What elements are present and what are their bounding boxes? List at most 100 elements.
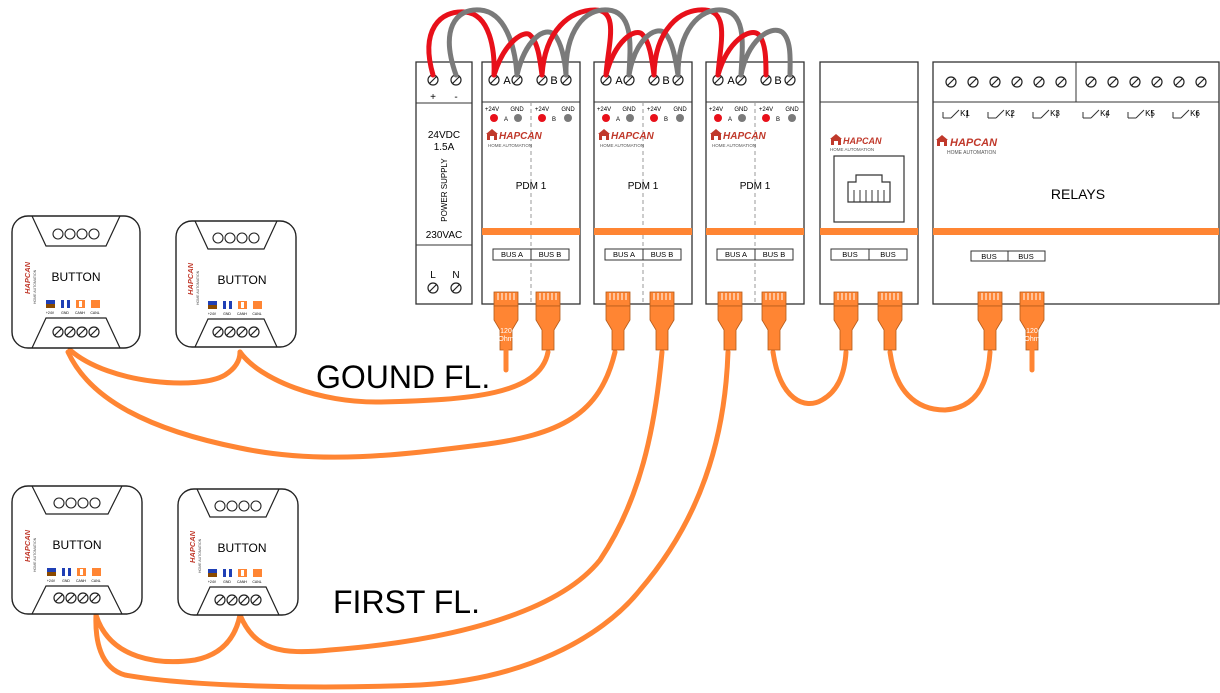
pdm-module-3: A B +24V GND +24V GND A B HAPCAN HOME AU… [705, 61, 805, 305]
ground-floor-label: GOUND FL. [316, 359, 490, 395]
svg-text:B: B [552, 117, 556, 123]
svg-text:BUS: BUS [842, 250, 857, 259]
ps-n-label: N [452, 270, 459, 281]
button-module-ground-2: HAPCAN HOME AUTOMATION BUTTON +24V GND C… [175, 220, 297, 348]
relays-title: RELAYS [1051, 186, 1105, 202]
relay-channel-k3: K3 [1050, 109, 1060, 118]
ps-title: POWER SUPPLY [440, 158, 449, 222]
svg-text:HAPCAN: HAPCAN [188, 530, 197, 563]
button-label: BUTTON [51, 270, 100, 284]
svg-text:B: B [774, 75, 781, 87]
svg-text:BUS B: BUS B [763, 250, 786, 259]
svg-text:HOME AUTOMATION: HOME AUTOMATION [33, 269, 37, 304]
svg-text:A: A [615, 75, 623, 87]
power-wires [426, 7, 793, 78]
ethernet-module: HAPCAN HOME AUTOMATION BUS BUS [819, 61, 919, 305]
svg-text:GND: GND [785, 107, 799, 113]
wire-pdm3-a-to-b-gray [738, 27, 793, 78]
svg-text:PDM 1: PDM 1 [740, 181, 771, 192]
terminator-left-value: 120 [500, 328, 512, 335]
pdm-module-1: A B +24V GND +24V GND A B HAPCAN HOME AU… [481, 61, 581, 305]
bus-cables [65, 347, 993, 690]
svg-text:BUS A: BUS A [725, 250, 747, 259]
svg-text:+24V: +24V [597, 107, 611, 113]
svg-text:B: B [662, 75, 669, 87]
svg-text:BUS A: BUS A [613, 250, 635, 259]
svg-text:+24V: +24V [47, 579, 56, 583]
wire-pdm2-to-pdm3-gray [675, 7, 745, 78]
button-module-ground-1: HAPCAN HOME AUTOMATION BUTTON +24V GND C… [11, 215, 141, 349]
svg-text:+24V: +24V [759, 107, 773, 113]
svg-text:+24V: +24V [46, 311, 55, 315]
svg-text:BUS: BUS [1018, 252, 1033, 261]
ps-minus-label: - [454, 92, 457, 103]
svg-text:HAPCAN: HAPCAN [611, 131, 655, 142]
svg-text:A: A [728, 117, 732, 123]
ps-current: 1.5A [434, 142, 455, 153]
wire-pdm3-a-to-b-red [715, 30, 769, 78]
ps-input: 230VAC [426, 230, 463, 241]
terminator-right: 120 Ohm [1024, 328, 1040, 373]
svg-text:+24V: +24V [647, 107, 661, 113]
svg-text:CANH: CANH [237, 312, 247, 316]
svg-text:HAPCAN: HAPCAN [723, 131, 767, 142]
svg-text:HAPCAN: HAPCAN [23, 529, 32, 562]
svg-text:HAPCAN: HAPCAN [843, 136, 882, 146]
svg-text:HAPCAN: HAPCAN [186, 262, 195, 295]
svg-text:+24V: +24V [208, 312, 217, 316]
relays-module: K1 K2 K3 K4 K5 K6 HAPCAN HOME AUTOMATION… [932, 61, 1220, 305]
ps-l-label: L [430, 270, 436, 281]
svg-text:A: A [616, 117, 620, 123]
svg-text:GND: GND [734, 107, 748, 113]
svg-text:B: B [550, 75, 557, 87]
cable-ground-button2-to-pdm2-a [65, 349, 618, 460]
svg-text:GND: GND [62, 579, 70, 583]
pdm-module-2: A B +24V GND +24V GND A B HAPCAN HOME AU… [593, 61, 693, 305]
svg-text:GND: GND [223, 312, 231, 316]
terminator-right-unit: Ohm [1024, 336, 1039, 343]
relay-channel-k5: K5 [1145, 109, 1155, 118]
svg-text:BUS: BUS [880, 250, 895, 259]
svg-text:+24V: +24V [485, 107, 499, 113]
svg-text:GND: GND [622, 107, 636, 113]
button-label: BUTTON [217, 541, 266, 555]
ethernet-port-icon [833, 155, 905, 223]
svg-text:A: A [727, 75, 735, 87]
svg-text:HAPCAN: HAPCAN [950, 137, 998, 149]
ps-plus-label: + [430, 92, 436, 103]
button-module-first-2: HAPCAN HOME AUTOMATION BUTTON +24V GND C… [177, 488, 299, 616]
svg-text:GND: GND [61, 311, 69, 315]
terminator-right-value: 120 [1026, 328, 1038, 335]
svg-text:B: B [776, 117, 780, 123]
svg-text:CANH: CANH [76, 579, 86, 583]
svg-text:BUS B: BUS B [651, 250, 674, 259]
cable-ground-button1-to-pdm1-a [237, 349, 551, 405]
svg-text:HOME AUTOMATION: HOME AUTOMATION [488, 143, 532, 148]
svg-text:HOME AUTOMATION: HOME AUTOMATION [712, 143, 756, 148]
ps-rating: 24VDC [428, 130, 460, 141]
cable-first-pdm3-a [93, 349, 731, 690]
relay-contacts [942, 109, 1198, 119]
relay-channel-k6: K6 [1190, 109, 1200, 118]
svg-text:HOME AUTOMATION: HOME AUTOMATION [196, 270, 200, 305]
cable-ethernet-to-relays [887, 349, 993, 413]
wire-ps-minus-to-pdm1 [446, 7, 520, 78]
svg-text:+24V: +24V [208, 580, 217, 584]
wire-pdm2-a-to-b-red [603, 30, 657, 78]
svg-text:GND: GND [561, 107, 575, 113]
wire-pdm1-a-to-b-red [491, 31, 545, 78]
svg-text:GND: GND [510, 107, 524, 113]
button-module-first-1: HAPCAN HOME AUTOMATION BUTTON +24V GND C… [11, 485, 143, 615]
svg-text:PDM 1: PDM 1 [516, 181, 547, 192]
relay-channel-k2: K2 [1005, 109, 1015, 118]
svg-text:HOME AUTOMATION: HOME AUTOMATION [947, 150, 996, 156]
cable-ground-button1-to-button2 [67, 347, 243, 386]
svg-text:CANL: CANL [252, 312, 261, 316]
svg-text:+24V: +24V [709, 107, 723, 113]
svg-text:HOME AUTOMATION: HOME AUTOMATION [198, 538, 202, 573]
svg-text:CANH: CANH [75, 311, 85, 315]
wire-pdm2-to-pdm3-red [651, 7, 725, 78]
svg-text:PDM 1: PDM 1 [628, 181, 659, 192]
button-label: BUTTON [217, 273, 266, 287]
